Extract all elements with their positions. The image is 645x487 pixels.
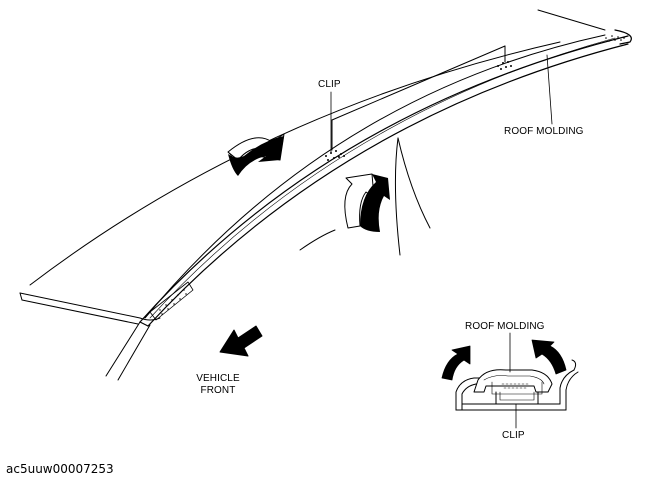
front-end-texture: [159, 289, 187, 315]
clip-label-detail: CLIP: [502, 430, 525, 441]
clip-cross-section-detail: [455, 332, 579, 429]
detail-lift-arrow-right: [531, 339, 567, 375]
roof-molding: [139, 29, 632, 327]
vehicle-front-arrow: [219, 325, 263, 357]
rear-end-texture: [605, 35, 625, 42]
lift-arrow-center: [344, 173, 390, 232]
clip-middle: [325, 150, 345, 161]
roof-molding-label-detail: ROOF MOLDING: [465, 321, 545, 332]
clip-rear: [497, 61, 512, 70]
vehicle-front-line1: VEHICLE: [196, 373, 240, 384]
vehicle-body-lines: [19, 9, 606, 381]
roof-molding-label-right: ROOF MOLDING: [504, 126, 584, 137]
detail-lift-arrow-left: [441, 345, 471, 381]
clip-label-top: CLIP: [318, 79, 341, 90]
vehicle-front-line2: FRONT: [200, 385, 236, 396]
figure-id-caption: ac5uuw00007253: [6, 462, 114, 476]
vehicle-front-label: VEHICLE FRONT: [192, 373, 244, 397]
roof-molding-leader: [546, 54, 553, 125]
lift-arrow-left: [227, 133, 285, 176]
